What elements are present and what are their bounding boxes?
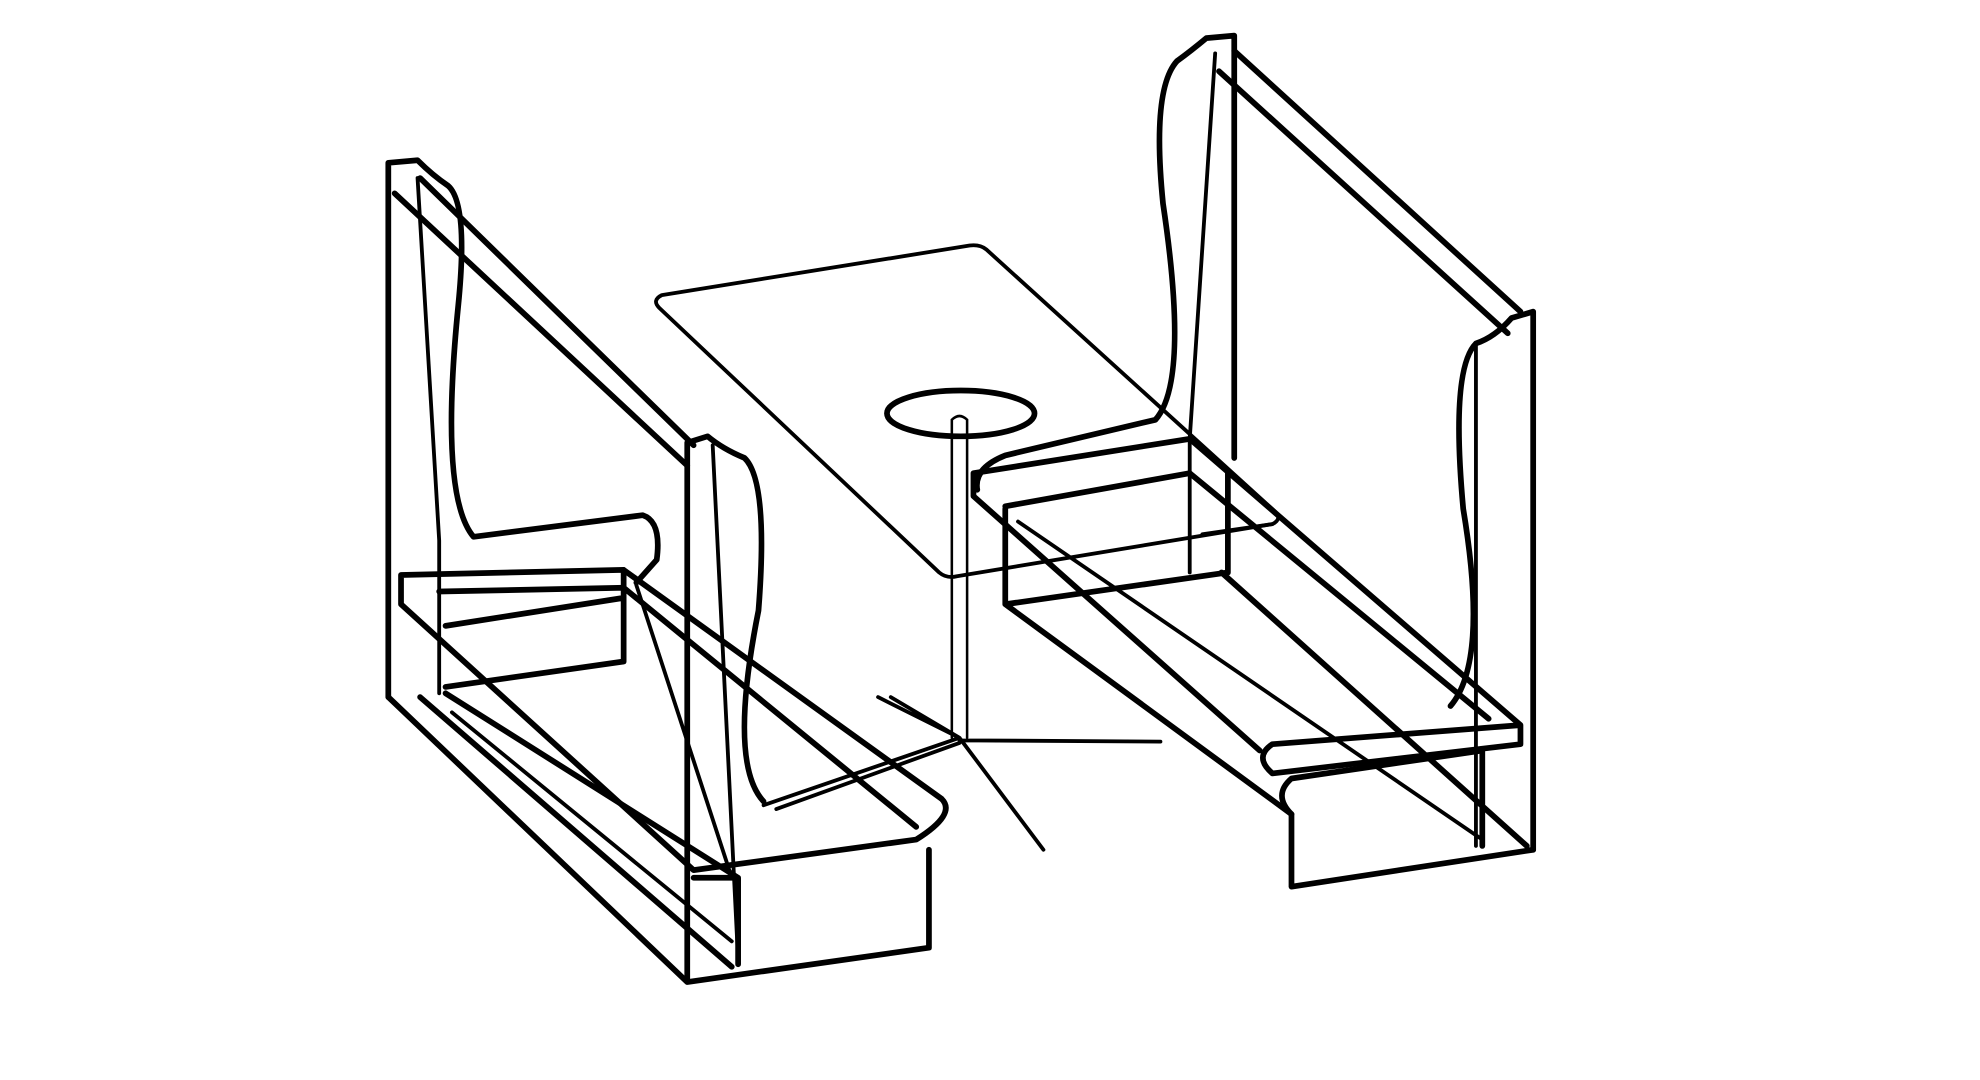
- left-booth-seat-front: [442, 567, 627, 690]
- left-booth-back-rail: [391, 175, 697, 469]
- table-pedestal-plate: [884, 387, 1038, 440]
- left-booth-base: [385, 690, 932, 985]
- right-booth-back-end-panel: [974, 32, 1238, 493]
- left-booth: [385, 157, 949, 985]
- table-feet: [761, 695, 1163, 852]
- right-booth-front-end-panel: [1447, 308, 1537, 853]
- right-booth: [970, 32, 1537, 890]
- right-booth-base-inner: [1016, 341, 1485, 848]
- table-pole: [950, 414, 969, 740]
- left-booth-back-end-panel: [385, 157, 661, 700]
- left-booth-base-inner: [450, 443, 741, 963]
- table: [654, 243, 1281, 852]
- left-booth-inner-post: [415, 176, 442, 696]
- right-booth-back-rail: [1216, 48, 1524, 337]
- left-booth-front-end-panel: [684, 433, 767, 983]
- right-booth-seat: [970, 436, 1524, 777]
